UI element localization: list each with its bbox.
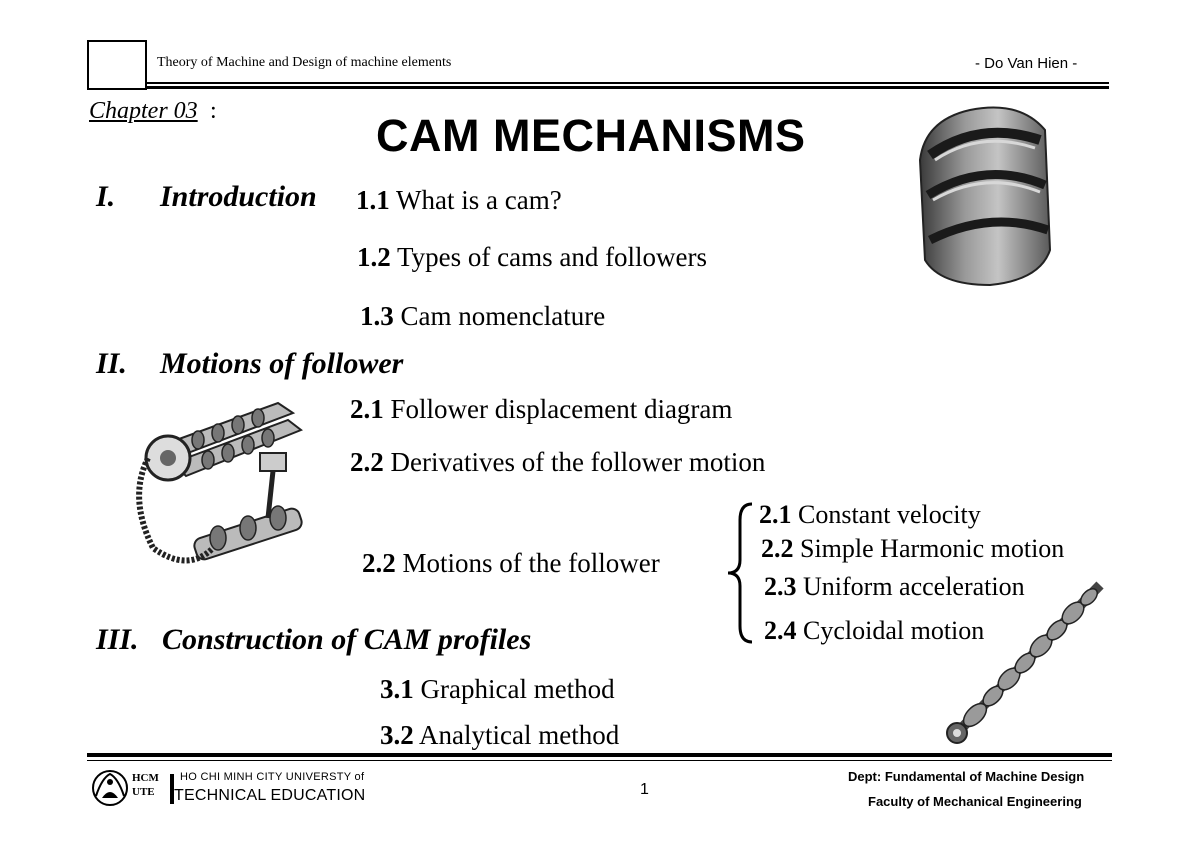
header-rule-thick: [147, 86, 1109, 89]
subitem-text: Simple Harmonic motion: [793, 534, 1065, 563]
item-number: 1.3: [360, 301, 394, 331]
footer-university: HO CHI MINH CITY UNIVERSTY of: [180, 771, 365, 783]
logo-text-hcm: HCM: [132, 772, 159, 784]
item-text: What is a cam?: [389, 185, 562, 215]
header-logo-box: [87, 40, 147, 90]
subitem-number: 2.4: [764, 616, 797, 645]
subitem-constant-velocity: 2.1 Constant velocity: [759, 500, 981, 530]
page-title: CAM MECHANISMS: [376, 110, 806, 161]
footer-rule-thick: [87, 753, 1112, 757]
header-rule-thin: [147, 82, 1109, 84]
section-2-number: II.: [96, 347, 127, 380]
item-number: 1.2: [357, 242, 391, 272]
curly-brace: [727, 502, 753, 644]
item-text: Derivatives of the follower motion: [383, 447, 766, 477]
item-3-2: 3.2 Analytical method: [380, 720, 619, 751]
item-text: Graphical method: [413, 674, 615, 704]
item-text: Analytical method: [413, 720, 620, 750]
chapter-label: Chapter 03: [89, 98, 198, 124]
subitem-number: 2.1: [759, 500, 792, 529]
camshaft-image: [946, 581, 1104, 744]
item-text: Cam nomenclature: [393, 301, 606, 331]
footer-department: Dept: Fundamental of Machine Design: [848, 769, 1085, 784]
item-1-1: 1.1 What is a cam?: [356, 185, 562, 216]
item-2-2: 2.2 Derivatives of the follower motion: [350, 447, 765, 478]
footer-rule-thin: [87, 760, 1112, 761]
item-number: 2.2: [350, 447, 384, 477]
logo-text-ute: UTE: [132, 786, 155, 798]
engine-camshaft-image: [136, 401, 304, 564]
footer-technical-education: TECHNICAL EDUCATION: [174, 787, 366, 804]
item-number: 2.1: [350, 394, 384, 424]
section-3-number: III.: [96, 623, 139, 656]
page-number: 1: [640, 781, 649, 798]
logo-abbreviation: HCM UTE: [132, 771, 159, 799]
item-text: Follower displacement diagram: [383, 394, 733, 424]
chapter-colon: :: [210, 98, 217, 124]
item-number: 1.1: [356, 185, 390, 215]
subitem-number: 2.3: [764, 572, 797, 601]
subitem-simple-harmonic: 2.2 Simple Harmonic motion: [761, 534, 1064, 564]
item-2-3: 2.2 Motions of the follower: [362, 548, 660, 579]
footer-divider-bar: [170, 774, 174, 804]
course-title: Theory of Machine and Design of machine …: [157, 55, 452, 70]
item-text: Motions of the follower: [395, 548, 660, 578]
item-text: Types of cams and followers: [390, 242, 708, 272]
subitem-text: Cycloidal motion: [796, 616, 985, 645]
item-number: 3.2: [380, 720, 414, 750]
footer-faculty: Faculty of Mechanical Engineering: [868, 794, 1082, 809]
item-1-3: 1.3 Cam nomenclature: [360, 301, 605, 332]
item-3-1: 3.1 Graphical method: [380, 674, 615, 705]
item-1-2: 1.2 Types of cams and followers: [357, 242, 707, 273]
section-2-title: Motions of follower: [160, 347, 404, 380]
item-2-1: 2.1 Follower displacement diagram: [350, 394, 732, 425]
item-number: 2.2: [362, 548, 396, 578]
subitem-uniform-acceleration: 2.3 Uniform acceleration: [764, 572, 1025, 602]
subitem-number: 2.2: [761, 534, 794, 563]
cam-drum-image: [918, 106, 1052, 287]
item-number: 3.1: [380, 674, 414, 704]
subitem-text: Constant velocity: [791, 500, 981, 529]
author-name: - Do Van Hien -: [975, 55, 1078, 72]
section-3-title: Construction of CAM profiles: [162, 623, 532, 656]
university-logo-icon: [92, 770, 128, 806]
subitem-text: Uniform acceleration: [796, 572, 1025, 601]
subitem-cycloidal-motion: 2.4 Cycloidal motion: [764, 616, 984, 646]
section-1-number: I.: [96, 180, 116, 213]
section-1-title: Introduction: [160, 180, 317, 213]
